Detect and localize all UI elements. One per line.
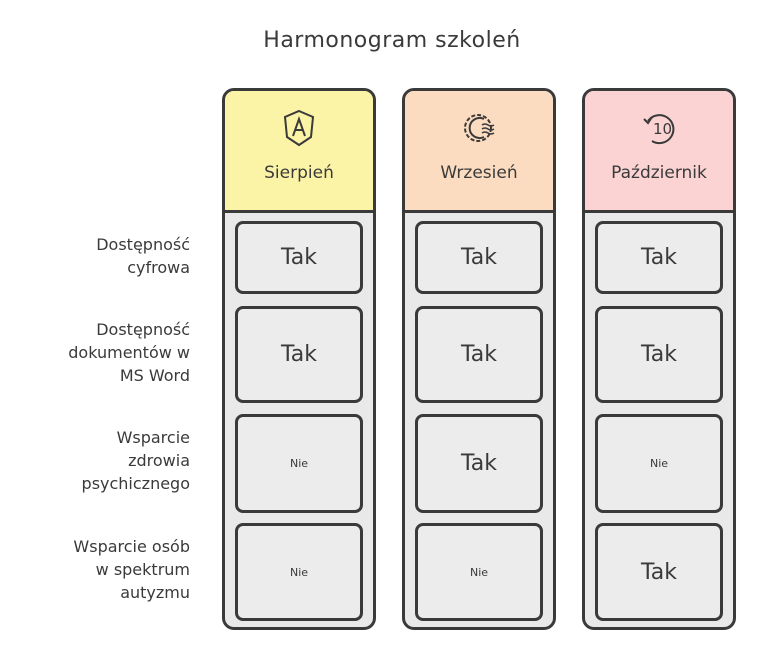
row-label: Wsparcie zdrowia psychicznego bbox=[10, 426, 190, 495]
replay-10-icon: 10 bbox=[638, 114, 680, 151]
row-label-line: Wsparcie osób bbox=[73, 537, 190, 556]
status-cell: Tak bbox=[595, 306, 723, 403]
month-label: Październik bbox=[611, 163, 707, 183]
status-cell: Nie bbox=[595, 414, 723, 513]
status-cell: Nie bbox=[235, 523, 363, 621]
status-value: Tak bbox=[640, 245, 678, 270]
status-value: Tak bbox=[280, 245, 318, 270]
status-cell: Tak bbox=[415, 414, 543, 513]
status-value: Tak bbox=[640, 559, 678, 585]
status-value: Nie bbox=[289, 565, 309, 579]
accessibility-a-shield-icon bbox=[282, 109, 316, 151]
row-label-line: cyfrowa bbox=[127, 258, 190, 277]
month-label: Wrzesień bbox=[440, 163, 518, 183]
status-value: Tak bbox=[280, 342, 318, 367]
row-label-line: Dostępność bbox=[96, 320, 190, 339]
row-label-line: dokumentów w bbox=[68, 343, 190, 362]
status-value: Tak bbox=[460, 245, 498, 270]
row-label-line: Wsparcie bbox=[116, 428, 190, 447]
row-label-line: Dostępność bbox=[96, 235, 190, 254]
status-value: Nie bbox=[469, 565, 489, 579]
status-value: Tak bbox=[460, 451, 498, 476]
status-cell: Nie bbox=[235, 414, 363, 513]
gear-wave-icon bbox=[460, 114, 498, 151]
row-label-line: psychicznego bbox=[81, 474, 190, 493]
row-label-line: MS Word bbox=[119, 366, 190, 385]
status-cell: Nie bbox=[415, 523, 543, 621]
status-cell: Tak bbox=[595, 523, 723, 621]
month-label: Sierpień bbox=[264, 163, 334, 183]
row-label-line: zdrowia bbox=[128, 451, 190, 470]
month-header: Wrzesień bbox=[405, 91, 553, 213]
row-label: Dostępność cyfrowa bbox=[10, 233, 190, 279]
row-label-line: autyzmu bbox=[120, 583, 190, 602]
month-header: 10 Październik bbox=[585, 91, 733, 213]
row-label-line: w spektrum bbox=[95, 560, 190, 579]
svg-text:10: 10 bbox=[653, 120, 672, 138]
page-title: Harmonogram szkoleń bbox=[263, 28, 521, 53]
status-cell: Tak bbox=[595, 221, 723, 294]
month-header: Sierpień bbox=[225, 91, 373, 213]
row-label: Dostępność dokumentów w MS Word bbox=[10, 318, 190, 387]
status-cell: Tak bbox=[415, 221, 543, 294]
row-label: Wsparcie osób w spektrum autyzmu bbox=[10, 535, 190, 604]
status-value: Nie bbox=[649, 457, 669, 470]
status-value: Tak bbox=[640, 342, 678, 367]
status-cell: Tak bbox=[235, 221, 363, 294]
status-value: Nie bbox=[289, 457, 309, 470]
status-cell: Tak bbox=[235, 306, 363, 403]
status-cell: Tak bbox=[415, 306, 543, 403]
status-value: Tak bbox=[460, 342, 498, 367]
